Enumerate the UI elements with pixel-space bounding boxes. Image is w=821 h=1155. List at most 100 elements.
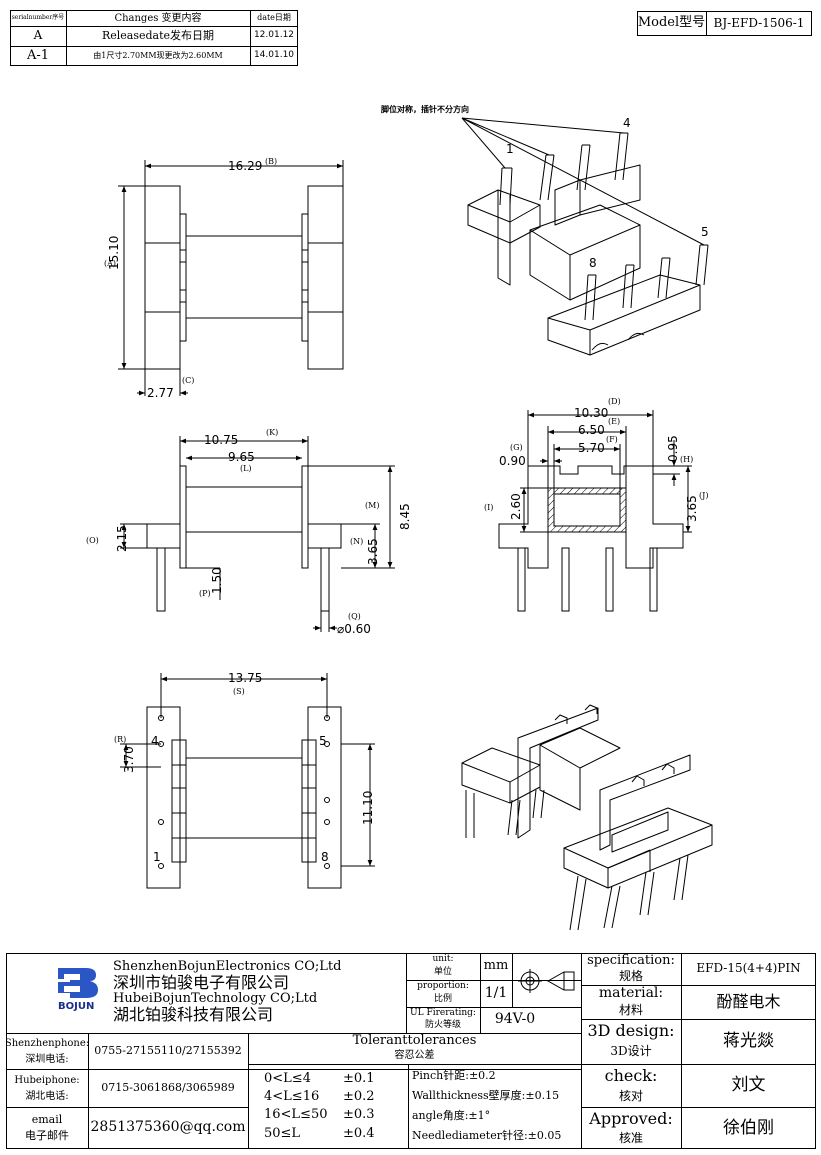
company-en-1: ShenzhenBojunElectronics CO;Ltd [113,959,342,974]
top-view [118,160,344,396]
dim-e-value: 6.50 [578,423,605,437]
dim-h-tag: (H) [680,455,694,464]
pin-label-8: 8 [589,256,597,270]
dim-k-tag: (K) [266,428,279,437]
dim-c-value: 2.77 [147,386,174,400]
sz-phone-value: 0755-27155110/27155392 [94,1043,242,1057]
pin-label-4: 4 [623,116,631,130]
email-label-en: email [31,1112,63,1126]
check-value: 刘文 [731,1075,766,1096]
pin-label-1: 1 [506,142,514,156]
spec-label-en: specification: [587,953,675,969]
dim-q-value: ⌀0.60 [337,622,371,636]
pin-label-4-bottom: 4 [151,734,159,748]
check-label-en: check: [604,1066,658,1086]
pin-label-1-bottom: 1 [153,850,161,864]
pin-label-5: 5 [701,225,709,239]
isometric-view-top [461,117,709,356]
header-date: date日期 [257,12,291,22]
isometric-view-bottom [461,704,713,931]
technical-drawing [118,117,713,931]
dim-j-tag: (J) [699,491,709,500]
dim-g-tag: (G) [510,443,523,452]
dim-l-value: 9.65 [228,450,255,464]
proportion-value: 1/1 [484,984,508,1001]
tolerance-range: 50≤L [264,1126,301,1141]
rev-change: 由1尺寸2.70MM现更改为2.60MM [93,50,223,60]
tolerance-range: 4<L≤16 [264,1089,320,1104]
spec-value: EFD-15(4+4)PIN [696,961,801,976]
dim-r-tag: (R) [114,735,127,744]
design-label-cn: 3D设计 [610,1044,652,1059]
dim-m-tag: (M) [365,501,380,510]
dim-f-tag: (F) [606,435,618,444]
ul-label-cn: 防火等级 [424,1020,461,1031]
approved-label-cn: 核准 [618,1131,643,1146]
tolerance-note: Wallthickness壁厚度:±0.15 [412,1089,560,1102]
dim-m-value: 8.45 [398,503,412,530]
rev-serial: A [33,28,43,43]
material-value: 酚醛电木 [716,992,781,1012]
unit-label-cn: 单位 [433,967,452,978]
dim-n-tag: (N) [350,537,364,546]
dim-h-value: 0.95 [666,435,680,462]
material-label-en: material: [598,985,664,1002]
dim-q-tag: (Q) [348,612,361,621]
tolerance-value: ±0.4 [343,1126,375,1141]
approved-value: 徐伯刚 [723,1117,774,1138]
dim-c-tag: (C) [182,376,195,385]
tolerance-title-en: Toleranttolerances [352,1033,477,1048]
projection-symbol-icon [516,962,578,1000]
ul-value: 94V-0 [494,1011,536,1028]
dim-s-tag: (S) [233,687,245,696]
side-section-view [498,410,692,612]
design-label-en: 3D design: [587,1021,675,1041]
dim-n-value: 3.65 [366,538,380,565]
check-label-cn: 核对 [618,1089,643,1104]
dim-p-tag: (P) [199,589,211,598]
pin-label-8-bottom: 8 [321,850,329,864]
pin-label-5-bottom: 5 [319,734,327,748]
rev-change: Releasedate发布日期 [101,28,215,42]
rev-serial: A-1 [26,47,50,63]
hb-phone-label-en: Hubeiphone: [14,1074,80,1086]
dim-o-tag: (O) [86,536,99,545]
dim-k-value: 10.75 [204,433,239,447]
company-cn-1: 深圳市铂骏电子有限公司 [113,973,290,992]
model-label: Model型号 [637,15,706,31]
dim-a-tag: (A) [104,259,117,268]
sz-phone-label-cn: 深圳电话: [25,1053,69,1065]
ul-label-en: UL Firerating: [410,1007,476,1018]
tolerance-note: Pinch针距:±0.2 [412,1069,496,1082]
tolerance-range: 16<L≤50 [264,1107,328,1122]
company-en-2: HubeiBojunTechnology CO;Ltd [113,991,318,1006]
tolerance-title-cn: 容忍公差 [394,1049,435,1061]
dim-i-tag: (I) [484,503,494,512]
email-value: 2851375360@qq.com [90,1119,246,1136]
bottom-view [120,673,375,889]
dim-l-tag: (L) [240,464,252,473]
header-changes: Changes 变更内容 [114,12,202,24]
tolerance-note: Needlediameter针径:±0.05 [412,1129,562,1142]
sz-phone-label-en: Shenzhenphone: [6,1037,88,1049]
tolerance-value: ±0.1 [343,1071,375,1086]
proportion-label-cn: 比例 [433,994,452,1005]
dim-e-tag: (E) [608,417,621,426]
header-serial: serialnumber序号 [11,13,65,21]
rev-date: 12.01.12 [253,30,295,41]
design-value: 蒋光燚 [723,1031,774,1052]
hb-phone-label-cn: 湖北电话: [25,1090,69,1102]
bojun-logo: BOJUN [56,966,100,1018]
dim-p-value: 1.50 [210,567,224,594]
dim-b-value: 16.29 [228,159,263,173]
email-label-cn: 电子邮件 [25,1129,69,1143]
hb-phone-value: 0715-3061868/3065989 [101,1080,235,1094]
proportion-label-en: proportion: [417,981,469,992]
dim-r-value: 3.70 [122,746,136,773]
tolerance-value: ±0.3 [343,1107,375,1122]
tolerance-range: 0<L≤4 [264,1071,311,1086]
logo-icon [58,968,98,998]
company-cn-2: 湖北铂骏科技有限公司 [113,1005,274,1024]
dim-d-value: 10.30 [574,406,609,420]
pin-note: 脚位对称，插针不分方向 [381,104,469,114]
